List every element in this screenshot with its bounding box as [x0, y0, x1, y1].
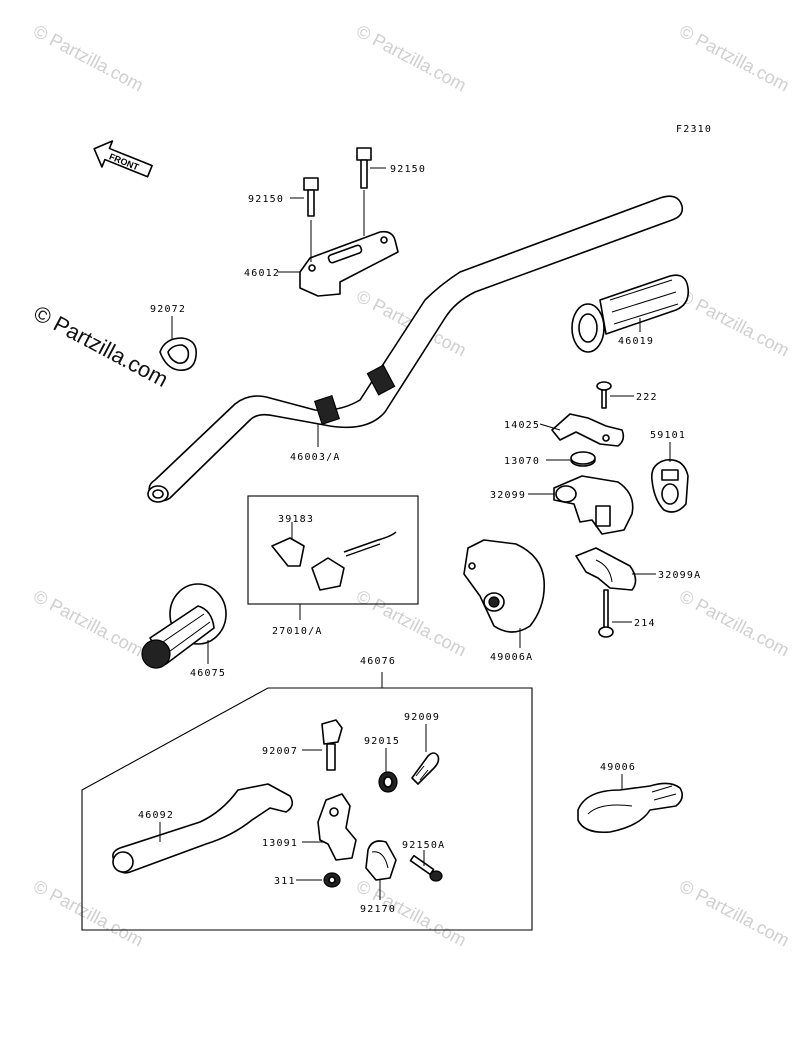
- label-311: 311: [274, 876, 296, 887]
- throttle-grip: [571, 274, 690, 353]
- label-46019: 46019: [618, 336, 654, 347]
- nut-311: [323, 872, 341, 888]
- label-13091: 13091: [262, 838, 298, 849]
- lever-assembly-box: [81, 687, 533, 931]
- watermark: © Partzilla.com: [676, 586, 792, 661]
- clamp-band: [159, 337, 198, 372]
- bolt-92150-right: [356, 147, 372, 189]
- label-46003: 46003/A: [290, 452, 341, 463]
- pivot-bolt: [321, 719, 343, 771]
- label-32099a: 32099A: [658, 570, 701, 581]
- label-92007: 92007: [262, 746, 298, 757]
- label-46076: 46076: [360, 656, 396, 667]
- engine-stop-switch: [271, 531, 397, 591]
- handlebar: [147, 195, 684, 503]
- screw-222: [596, 381, 612, 409]
- throttle-housing-lower: [575, 547, 637, 591]
- label-46012: 46012: [244, 268, 280, 279]
- watermark: © Partzilla.com: [676, 21, 792, 96]
- label-222: 222: [636, 392, 658, 403]
- front-arrow-icon: FRONT: [93, 140, 153, 178]
- throttle-housing: [553, 475, 634, 535]
- watermark: © Partzilla.com: [353, 586, 469, 661]
- label-49006a: 49006A: [490, 652, 533, 663]
- label-92150-left: 92150: [248, 194, 284, 205]
- label-49006: 49006: [600, 762, 636, 773]
- label-92015: 92015: [364, 736, 400, 747]
- label-46075: 46075: [190, 668, 226, 679]
- diagram-code: F2310: [676, 124, 712, 135]
- throttle-cable-cover: [463, 539, 546, 633]
- lever-boot: [577, 782, 684, 834]
- label-92170: 92170: [360, 904, 396, 915]
- bolt-92150-left: [303, 177, 319, 217]
- label-92072: 92072: [150, 304, 186, 315]
- label-14025: 14025: [504, 420, 540, 431]
- watermark: © Partzilla.com: [30, 586, 146, 661]
- left-grip: [141, 583, 227, 669]
- label-32099: 32099: [490, 490, 526, 501]
- watermark: © Partzilla.com: [353, 21, 469, 96]
- lever-clamp: [365, 840, 397, 881]
- label-27010: 27010/A: [272, 626, 323, 637]
- kill-switch: [650, 459, 689, 513]
- adjuster-nut: [378, 771, 398, 793]
- watermark: © Partzilla.com: [30, 876, 146, 951]
- label-46092: 46092: [138, 810, 174, 821]
- watermark: © Partzilla.com: [676, 876, 792, 951]
- handlebar-clamp: [299, 230, 399, 297]
- watermark: © Partzilla.com: [676, 286, 792, 361]
- label-39183: 39183: [278, 514, 314, 525]
- throttle-cover: [551, 413, 625, 447]
- label-214: 214: [634, 618, 656, 629]
- watermark: © Partzilla.com: [30, 21, 146, 96]
- label-92009: 92009: [404, 712, 440, 723]
- label-13070: 13070: [504, 456, 540, 467]
- label-92150a: 92150A: [402, 840, 445, 851]
- label-59101: 59101: [650, 430, 686, 441]
- clamp-bolt: [409, 854, 443, 882]
- lever-holder: [317, 793, 357, 861]
- switch-assembly-box: [247, 495, 419, 605]
- throttle-ring: [570, 451, 596, 467]
- clutch-lever: [112, 783, 294, 874]
- screw-214: [598, 589, 614, 638]
- cable-adjuster: [411, 752, 440, 785]
- label-92150-right: 92150: [390, 164, 426, 175]
